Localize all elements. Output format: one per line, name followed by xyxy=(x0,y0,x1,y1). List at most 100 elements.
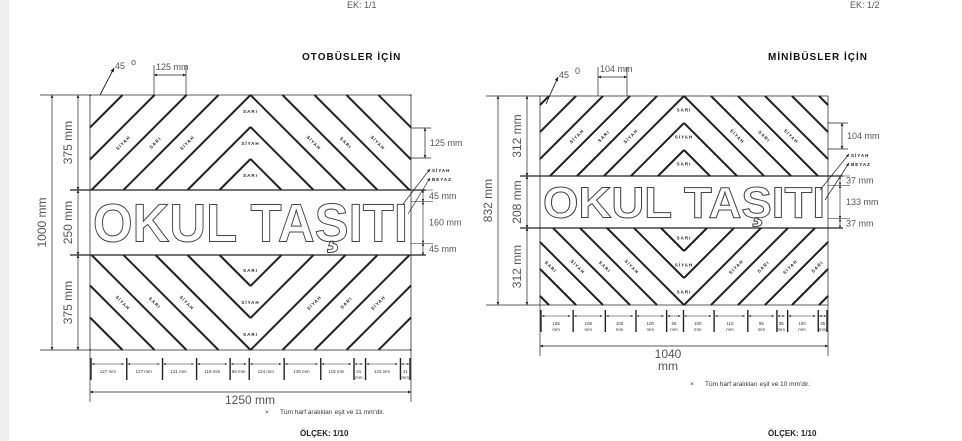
chevron-stripe xyxy=(89,316,124,351)
total-width-label: 1250 mm xyxy=(225,393,275,407)
chevron-stripe xyxy=(606,227,685,306)
chevron-stripe xyxy=(89,94,124,129)
chevron-stripe xyxy=(218,158,252,191)
chevron-stripe xyxy=(710,95,792,177)
leader-arrow xyxy=(819,153,850,191)
stripe-label: SARI xyxy=(243,268,258,273)
chevron-stripe xyxy=(249,254,315,319)
segment-unit: mm xyxy=(778,327,786,332)
segment-label: 55 xyxy=(672,321,678,326)
segment-label: 105 xyxy=(552,321,560,326)
segment-label: 100 xyxy=(616,321,624,326)
chevron-stripe xyxy=(218,254,252,287)
chevron-stripe xyxy=(89,284,156,351)
section-height-label: 312 mm xyxy=(510,245,524,288)
text-band-label: 45 mm xyxy=(429,191,457,201)
chevron-stripe xyxy=(249,254,347,351)
segment-label: 41 xyxy=(403,369,409,374)
chevron-stripe xyxy=(683,149,711,177)
segment-unit: mm xyxy=(401,375,409,380)
segment-unit: mm xyxy=(819,327,827,332)
stripe-label: SİYAH xyxy=(241,140,259,146)
chevron-stripe xyxy=(186,254,252,319)
stripe-label: SARI xyxy=(243,332,258,337)
chevron-stripe xyxy=(90,94,188,191)
stripe-width-label: 104 mm xyxy=(600,64,633,74)
total-width-unit: mm xyxy=(658,359,678,373)
stripe-label: SİYAH xyxy=(675,262,693,268)
segment-label: 124 mm xyxy=(374,369,391,374)
note-bullet: × xyxy=(265,409,269,416)
arrow-label-black: SİYAH xyxy=(851,152,869,158)
chevron-stripe xyxy=(122,254,220,351)
segment-label: 119 mm xyxy=(204,369,220,374)
text-band-label: 45 mm xyxy=(429,244,457,254)
chevron-stripe xyxy=(249,254,283,287)
chevron-stripe xyxy=(89,94,156,161)
chevron-stripe xyxy=(791,95,829,133)
page-margin xyxy=(0,0,9,441)
text-band-label: 133 mm xyxy=(846,197,879,207)
chevron-stripe xyxy=(249,126,315,191)
scale-label: ÖLÇEK: 1/10 xyxy=(768,429,817,438)
chevron-stripe xyxy=(818,95,829,106)
section-height-label: 250 mm xyxy=(61,201,75,244)
section-height-label: 208 mm xyxy=(510,180,524,223)
annex-number: EK: 1/1 xyxy=(347,0,377,10)
segment-label: 127 mm xyxy=(136,369,153,374)
section-height-label: 375 mm xyxy=(61,281,75,324)
chevron-stripe xyxy=(345,284,412,351)
chevron-stripe xyxy=(630,122,685,177)
total-height-label: 832 mm xyxy=(481,179,495,222)
chevron-stripe xyxy=(89,94,92,97)
stripe-label: SARI xyxy=(677,290,692,295)
angle-value: 45 xyxy=(115,61,125,71)
segment-unit: mm xyxy=(798,327,806,332)
segment-unit: mm xyxy=(670,327,678,332)
segment-label: 130 mm xyxy=(293,369,310,374)
chevron-stripe xyxy=(737,227,816,306)
segment-unit: mm xyxy=(585,327,593,332)
chevron-stripe xyxy=(576,95,658,177)
chevron-stripe xyxy=(186,126,252,191)
segment-unit: mm xyxy=(647,327,655,332)
arrow-label-black: SİYAH xyxy=(432,167,450,173)
chevron-stripe xyxy=(281,254,379,351)
leader-arrow xyxy=(402,168,431,205)
chevron-stripe xyxy=(657,149,685,177)
arrow-label-white: BEYAZ xyxy=(851,162,871,167)
chevron-stripe xyxy=(122,94,220,191)
segment-label: 100 xyxy=(647,321,655,326)
stripe-label: SARI xyxy=(243,173,258,178)
segment-label: 118 mm xyxy=(328,369,344,374)
chevron-stripe xyxy=(818,295,829,306)
stripe-label: SARI xyxy=(243,109,258,114)
chevron-stripe xyxy=(409,348,412,351)
chevron-stripe xyxy=(539,95,604,160)
stripe-label: SARI xyxy=(677,162,692,167)
chevron-stripe xyxy=(539,268,577,306)
segment-unit: mm xyxy=(616,327,624,332)
angle-value: 45 xyxy=(559,70,569,80)
chevron-stripe xyxy=(683,95,765,177)
total-height-label: 1000 mm xyxy=(35,197,49,247)
chevron-stripe xyxy=(377,94,412,129)
chevron-stripe xyxy=(660,227,685,252)
letter-spacing-note: Tüm harf aralıkları eşit ve 11 mm'dir. xyxy=(280,409,385,416)
segment-label: 95 xyxy=(759,321,765,326)
stripe-width-label: 125 mm xyxy=(156,62,189,72)
chevron-stripe xyxy=(683,227,735,279)
segment-label: 127 mm xyxy=(100,369,117,374)
chevron-stripe xyxy=(552,227,631,306)
segment-unit: mm xyxy=(726,327,734,332)
stripe-label: SİYAH xyxy=(675,134,693,140)
scale-label: ÖLÇEK: 1/10 xyxy=(300,429,349,438)
okul-tasiti-text: OKUL TAŞITI xyxy=(543,179,825,227)
segment-label: 35 xyxy=(820,321,826,326)
chevron-stripe xyxy=(603,95,685,177)
chevron-stripe xyxy=(549,95,631,177)
chevron-stripe xyxy=(579,227,658,306)
degree-symbol: 0 xyxy=(575,66,580,76)
